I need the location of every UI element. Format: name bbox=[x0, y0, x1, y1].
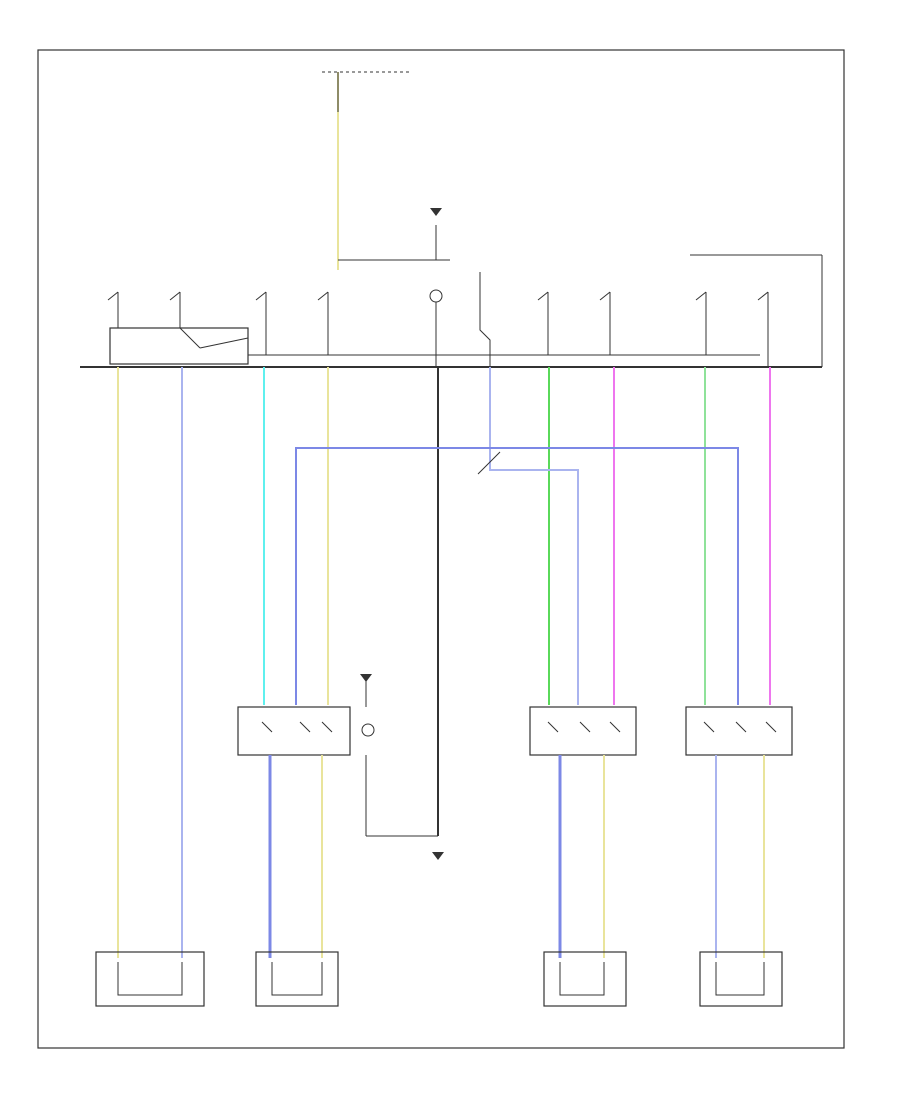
motor-wires bbox=[268, 755, 765, 958]
top-switch-groups bbox=[107, 272, 769, 367]
main-wires bbox=[117, 367, 771, 958]
diagram-border bbox=[37, 49, 845, 1049]
power-source-feed bbox=[322, 71, 450, 270]
memory-module-box bbox=[109, 327, 249, 365]
lower-switch-modules bbox=[237, 706, 793, 756]
motor-boxes bbox=[95, 951, 783, 1007]
cross-wires bbox=[295, 447, 739, 705]
passenger-ground bbox=[360, 674, 444, 860]
